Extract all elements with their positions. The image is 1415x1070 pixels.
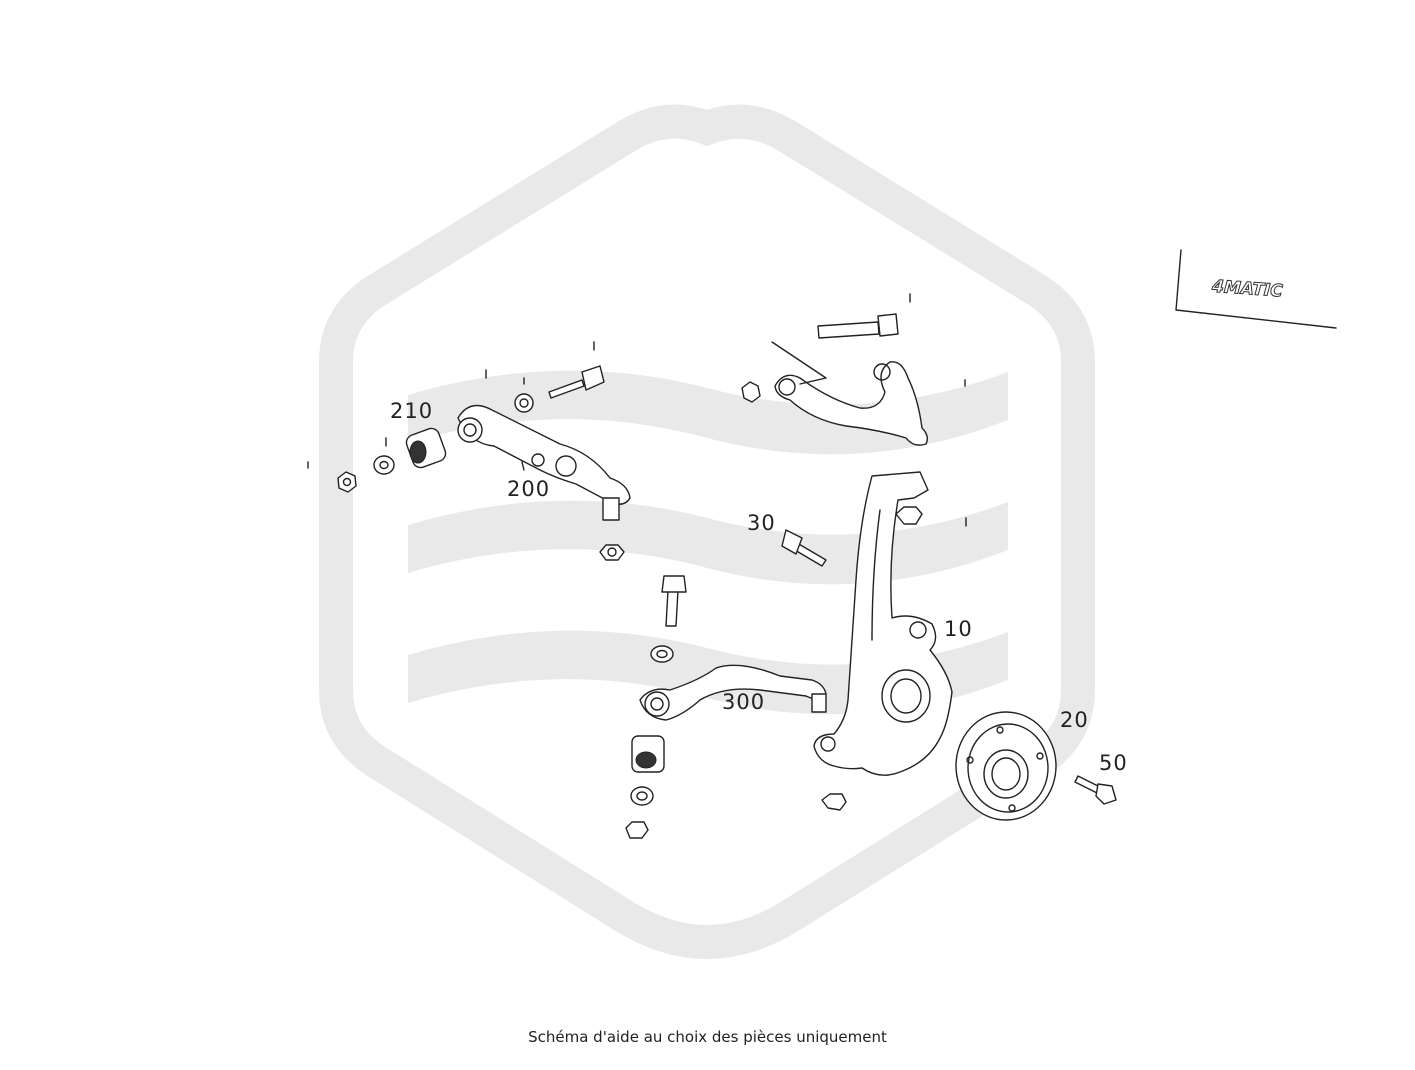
bolt-300: [650, 575, 687, 663]
bolt-30: [781, 529, 827, 567]
wheel-hub-20: [955, 711, 1057, 821]
label-20: 20: [1060, 708, 1089, 732]
nut-knuckle-top: [895, 506, 923, 525]
bushing-210: [337, 427, 447, 493]
upper-wishbone: [741, 341, 929, 446]
bushing-300: [625, 735, 665, 839]
watermark-logo: [319, 104, 1095, 960]
control-arm-200: [457, 404, 631, 521]
label-200: 200: [507, 477, 550, 501]
reference-ticks: [307, 293, 967, 527]
4matic-badge: 4MATIC: [1175, 249, 1337, 329]
diagram-caption: Schéma d'aide au choix des pièces unique…: [528, 1028, 887, 1046]
label-10: 10: [944, 617, 973, 641]
nut-200: [599, 544, 625, 561]
label-210: 210: [390, 399, 433, 423]
label-50: 50: [1099, 751, 1128, 775]
label-30: 30: [747, 511, 776, 535]
control-arm-300: [639, 664, 827, 721]
4matic-badge-text: 4MATIC: [1210, 277, 1283, 302]
bolt-upper-left: [514, 365, 605, 413]
steering-knuckle-10: [813, 471, 953, 811]
long-bolt-top: [817, 313, 899, 339]
bolt-50: [1074, 775, 1117, 805]
label-300: 300: [722, 690, 765, 714]
